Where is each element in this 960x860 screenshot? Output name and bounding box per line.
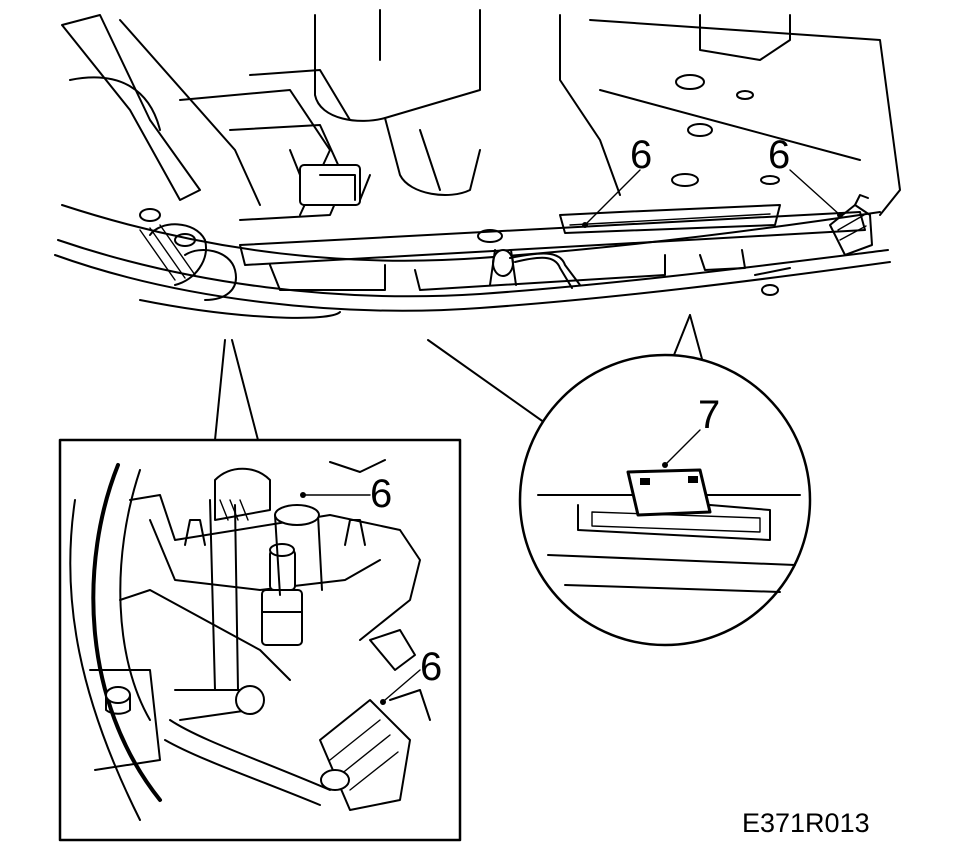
figure-id: E371R013: [742, 808, 870, 838]
main-assembly-view: 6 6: [54, 9, 901, 319]
callout-detail-lower: 6: [420, 645, 442, 689]
callout-main-right: 6: [768, 133, 790, 177]
magnifier-view: 7: [427, 314, 812, 647]
detail-inset-view: 6 6: [58, 339, 462, 842]
callout-main-left: 6: [630, 133, 652, 177]
callout-detail-upper: 6: [370, 472, 392, 516]
callout-magnifier: 7: [698, 393, 720, 437]
